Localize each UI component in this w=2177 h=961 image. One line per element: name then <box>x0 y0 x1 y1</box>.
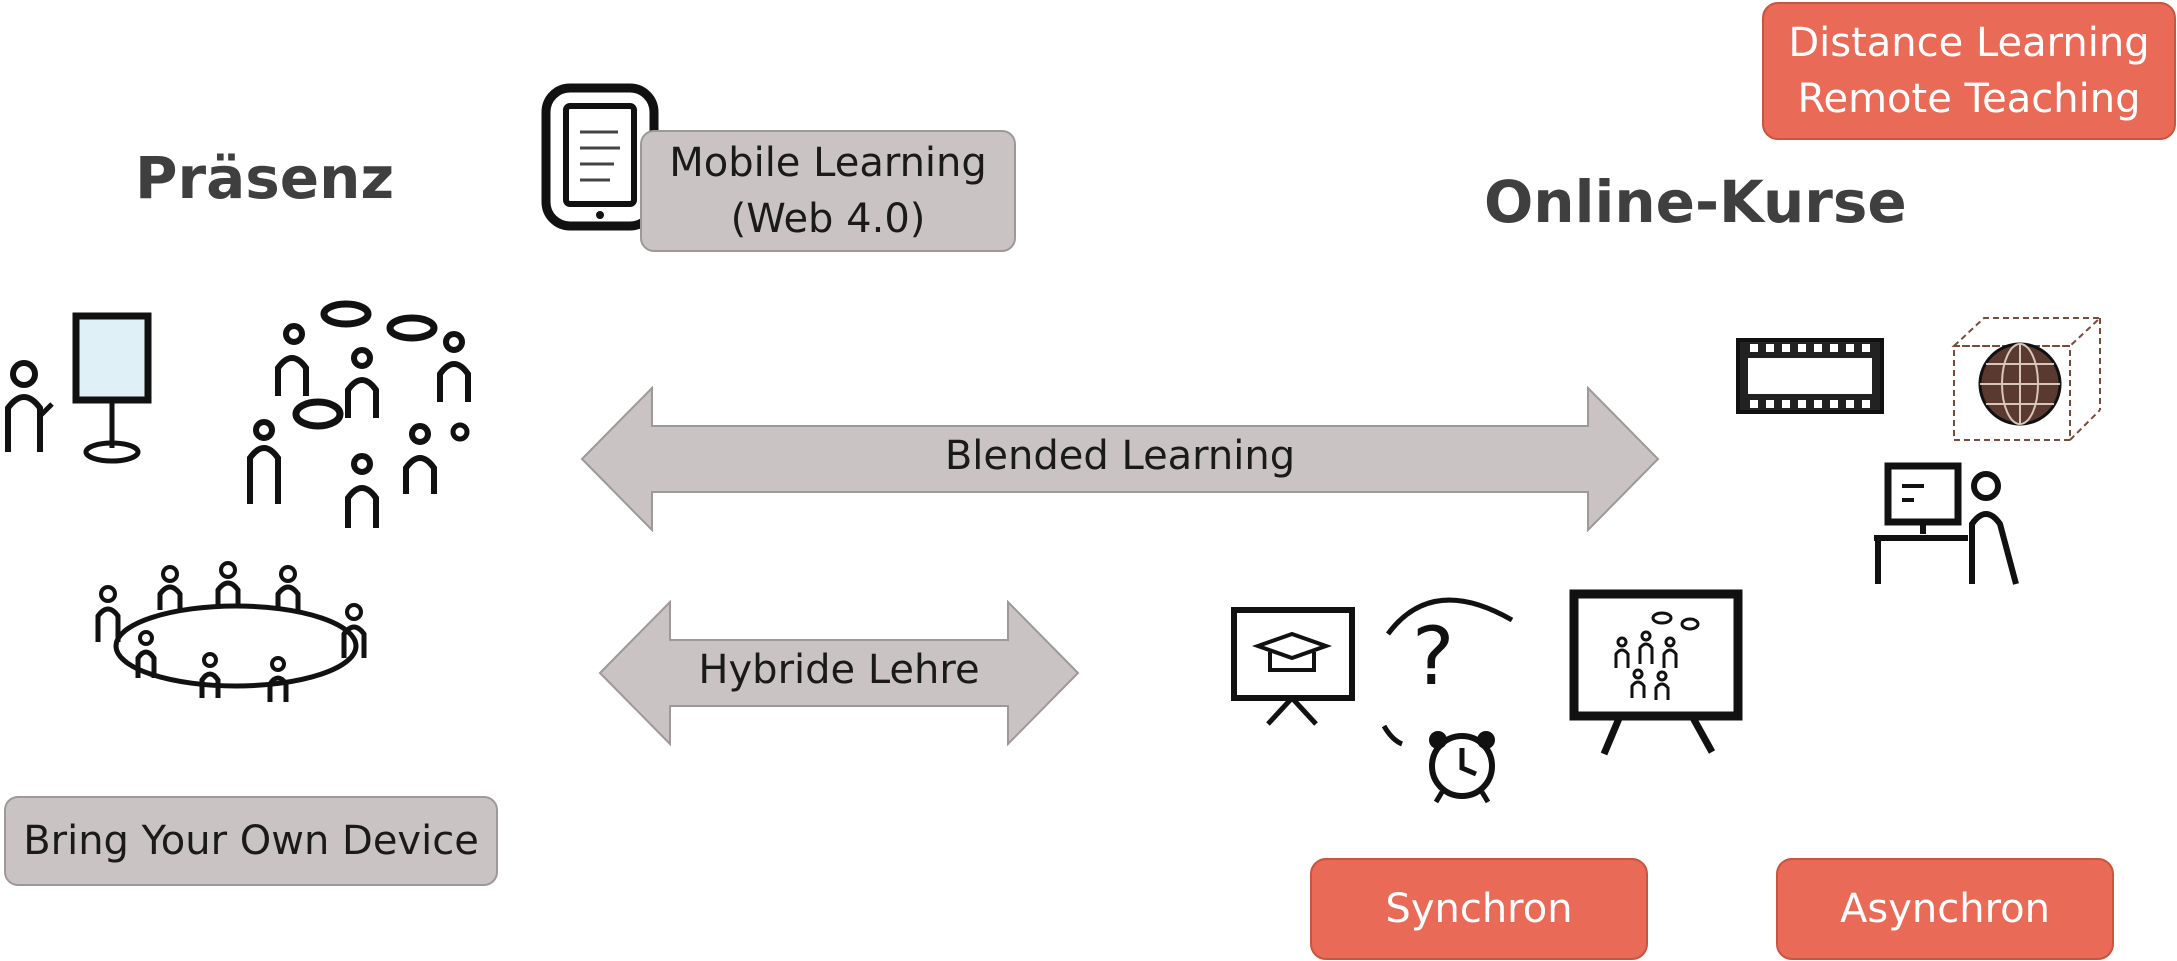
distance-learning-line1: Distance Learning <box>1788 20 2150 66</box>
screen-group-icon <box>1569 589 1743 756</box>
mobile-learning-line2: (Web 4.0) <box>730 196 926 242</box>
group-discussion-icon <box>247 300 471 528</box>
person-computer-icon <box>1874 462 2019 585</box>
heading-online-kurse: Online-Kurse <box>1484 168 1907 236</box>
asynchron-box: Asynchron <box>1776 858 2114 960</box>
teacher-flipchart-icon <box>5 312 152 464</box>
heading-praesenz: Präsenz <box>135 144 395 212</box>
round-table-icon <box>95 561 367 702</box>
globe-cube-icon <box>1951 317 2102 441</box>
distance-learning-box: Distance Learning Remote Teaching <box>1762 2 2176 140</box>
mobile-learning-box: Mobile Learning (Web 4.0) <box>640 130 1016 252</box>
blended-learning-label: Blended Learning <box>944 433 1296 479</box>
blended-learning-arrow: Blended Learning <box>580 386 1660 532</box>
hybrid-teaching-arrow: Hybride Lehre <box>598 600 1080 746</box>
byod-box: Bring Your Own Device <box>4 796 498 886</box>
synchron-box: Synchron <box>1310 858 1648 960</box>
svg-text:?: ? <box>1412 610 1454 703</box>
presentation-board-icon <box>1231 607 1355 726</box>
film-strip-icon <box>1736 338 1884 414</box>
hybrid-teaching-label: Hybride Lehre <box>698 647 980 693</box>
remote-teaching-line2: Remote Teaching <box>1797 76 2141 122</box>
question-clock-icon: ? <box>1381 597 1514 804</box>
mobile-learning-line1: Mobile Learning <box>669 140 987 186</box>
